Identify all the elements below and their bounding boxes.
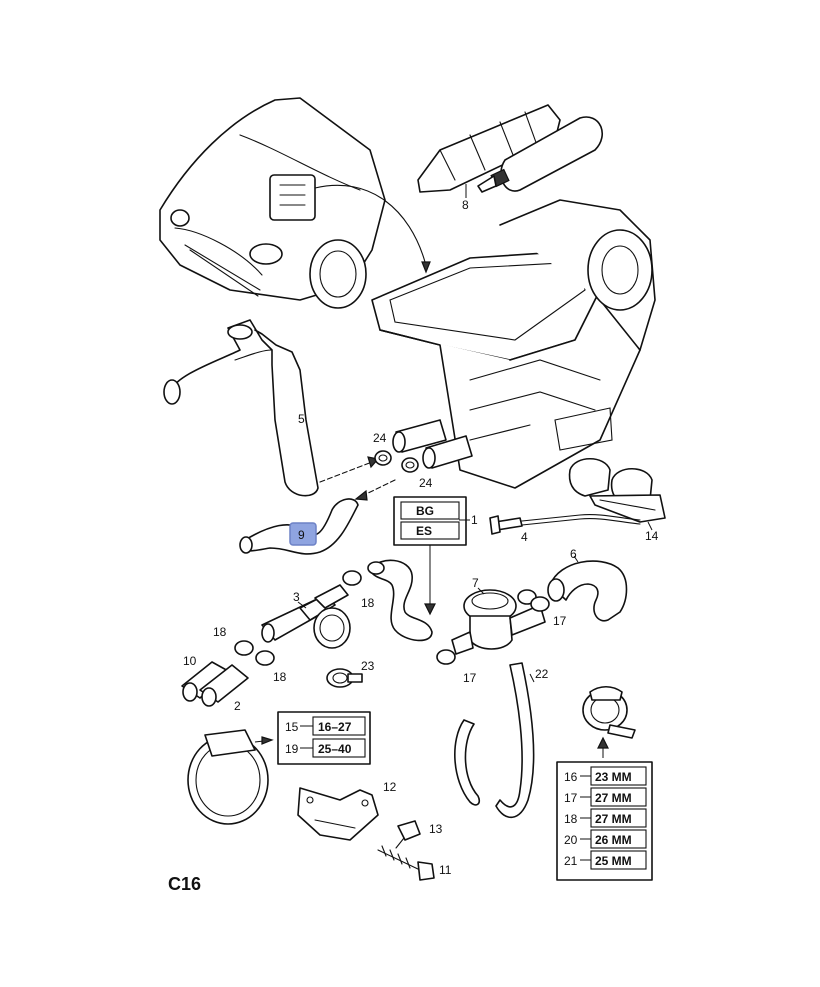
callout-2[interactable]: 2 [234, 699, 241, 713]
cable-tie-22-illustration [454, 662, 535, 819]
spring-clamp-illustration [582, 685, 636, 758]
variant-bg-label: BG [416, 504, 434, 518]
hose-5-illustration [163, 319, 319, 497]
clamp-23-illustration [326, 668, 363, 688]
size-item-18: 18 [564, 812, 578, 826]
callout-18c[interactable]: 18 [273, 670, 287, 684]
callout-13[interactable]: 13 [429, 822, 443, 836]
callout-9[interactable]: 9 [298, 528, 305, 542]
callout-1[interactable]: 1 [471, 513, 478, 527]
bracket-14-illustration [568, 457, 666, 531]
callout-18a[interactable]: 18 [361, 596, 375, 610]
callout-4[interactable]: 4 [521, 530, 528, 544]
callout-7[interactable]: 7 [472, 576, 479, 590]
callout-17b[interactable]: 17 [463, 671, 477, 685]
bracket-12-illustration [297, 787, 379, 841]
cable-4-illustration [489, 514, 641, 535]
size-item-21: 21 [564, 854, 578, 868]
clamp-table-sizes-frame [556, 761, 653, 881]
callout-14[interactable]: 14 [645, 529, 659, 543]
clamp-size-15: 16–27 [318, 720, 352, 734]
callout-22[interactable]: 22 [535, 667, 549, 681]
callout-24a[interactable]: 24 [373, 431, 387, 445]
valve-7-illustration [436, 587, 550, 665]
connector-3-illustration [234, 570, 362, 666]
size-value-18: 27 MM [595, 812, 632, 826]
callout-10[interactable]: 10 [183, 654, 197, 668]
screw-13-illustration [395, 820, 421, 849]
size-item-20: 20 [564, 833, 578, 847]
page-label: C16 [168, 874, 201, 894]
size-value-21: 25 MM [595, 854, 632, 868]
clamp-item-15: 15 [285, 720, 299, 734]
size-value-16: 23 MM [595, 770, 632, 784]
callout-5[interactable]: 5 [298, 412, 305, 426]
screw-11-illustration [377, 845, 435, 881]
heater-housing-illustration [371, 199, 656, 489]
sealant-tube-illustration [417, 104, 604, 198]
callout-23[interactable]: 23 [361, 659, 375, 673]
callout-17a[interactable]: 17 [553, 614, 567, 628]
callout-3[interactable]: 3 [293, 590, 300, 604]
clamp-table-small-frame [277, 711, 371, 765]
sleeve-2-10-illustration [181, 661, 249, 707]
clamp-size-19: 25–40 [318, 742, 352, 756]
variant-box-frame [393, 496, 470, 616]
size-value-17: 27 MM [595, 791, 632, 805]
clamp-item-19: 19 [285, 742, 299, 756]
flow-arrows [319, 456, 396, 501]
callout-24b[interactable]: 24 [419, 476, 433, 490]
vehicle-front-illustration [159, 97, 431, 309]
callout-6[interactable]: 6 [570, 547, 577, 561]
worm-clamp-illustration [187, 729, 274, 825]
hose-6-illustration [547, 555, 628, 622]
size-item-17: 17 [564, 791, 578, 805]
callout-labels: 9 5 8 24 24 1 4 14 6 7 3 18 18 18 17 17 … [168, 198, 659, 894]
callout-18b[interactable]: 18 [213, 625, 227, 639]
callout-8[interactable]: 8 [462, 198, 469, 212]
callout-12[interactable]: 12 [383, 780, 397, 794]
hose-1-illustration [367, 559, 433, 642]
clamps-24-illustration [374, 450, 419, 473]
highlight-marker [289, 522, 317, 546]
size-item-16: 16 [564, 770, 578, 784]
size-value-20: 26 MM [595, 833, 632, 847]
callout-11[interactable]: 11 [439, 863, 452, 877]
variant-es-label: ES [416, 524, 432, 538]
